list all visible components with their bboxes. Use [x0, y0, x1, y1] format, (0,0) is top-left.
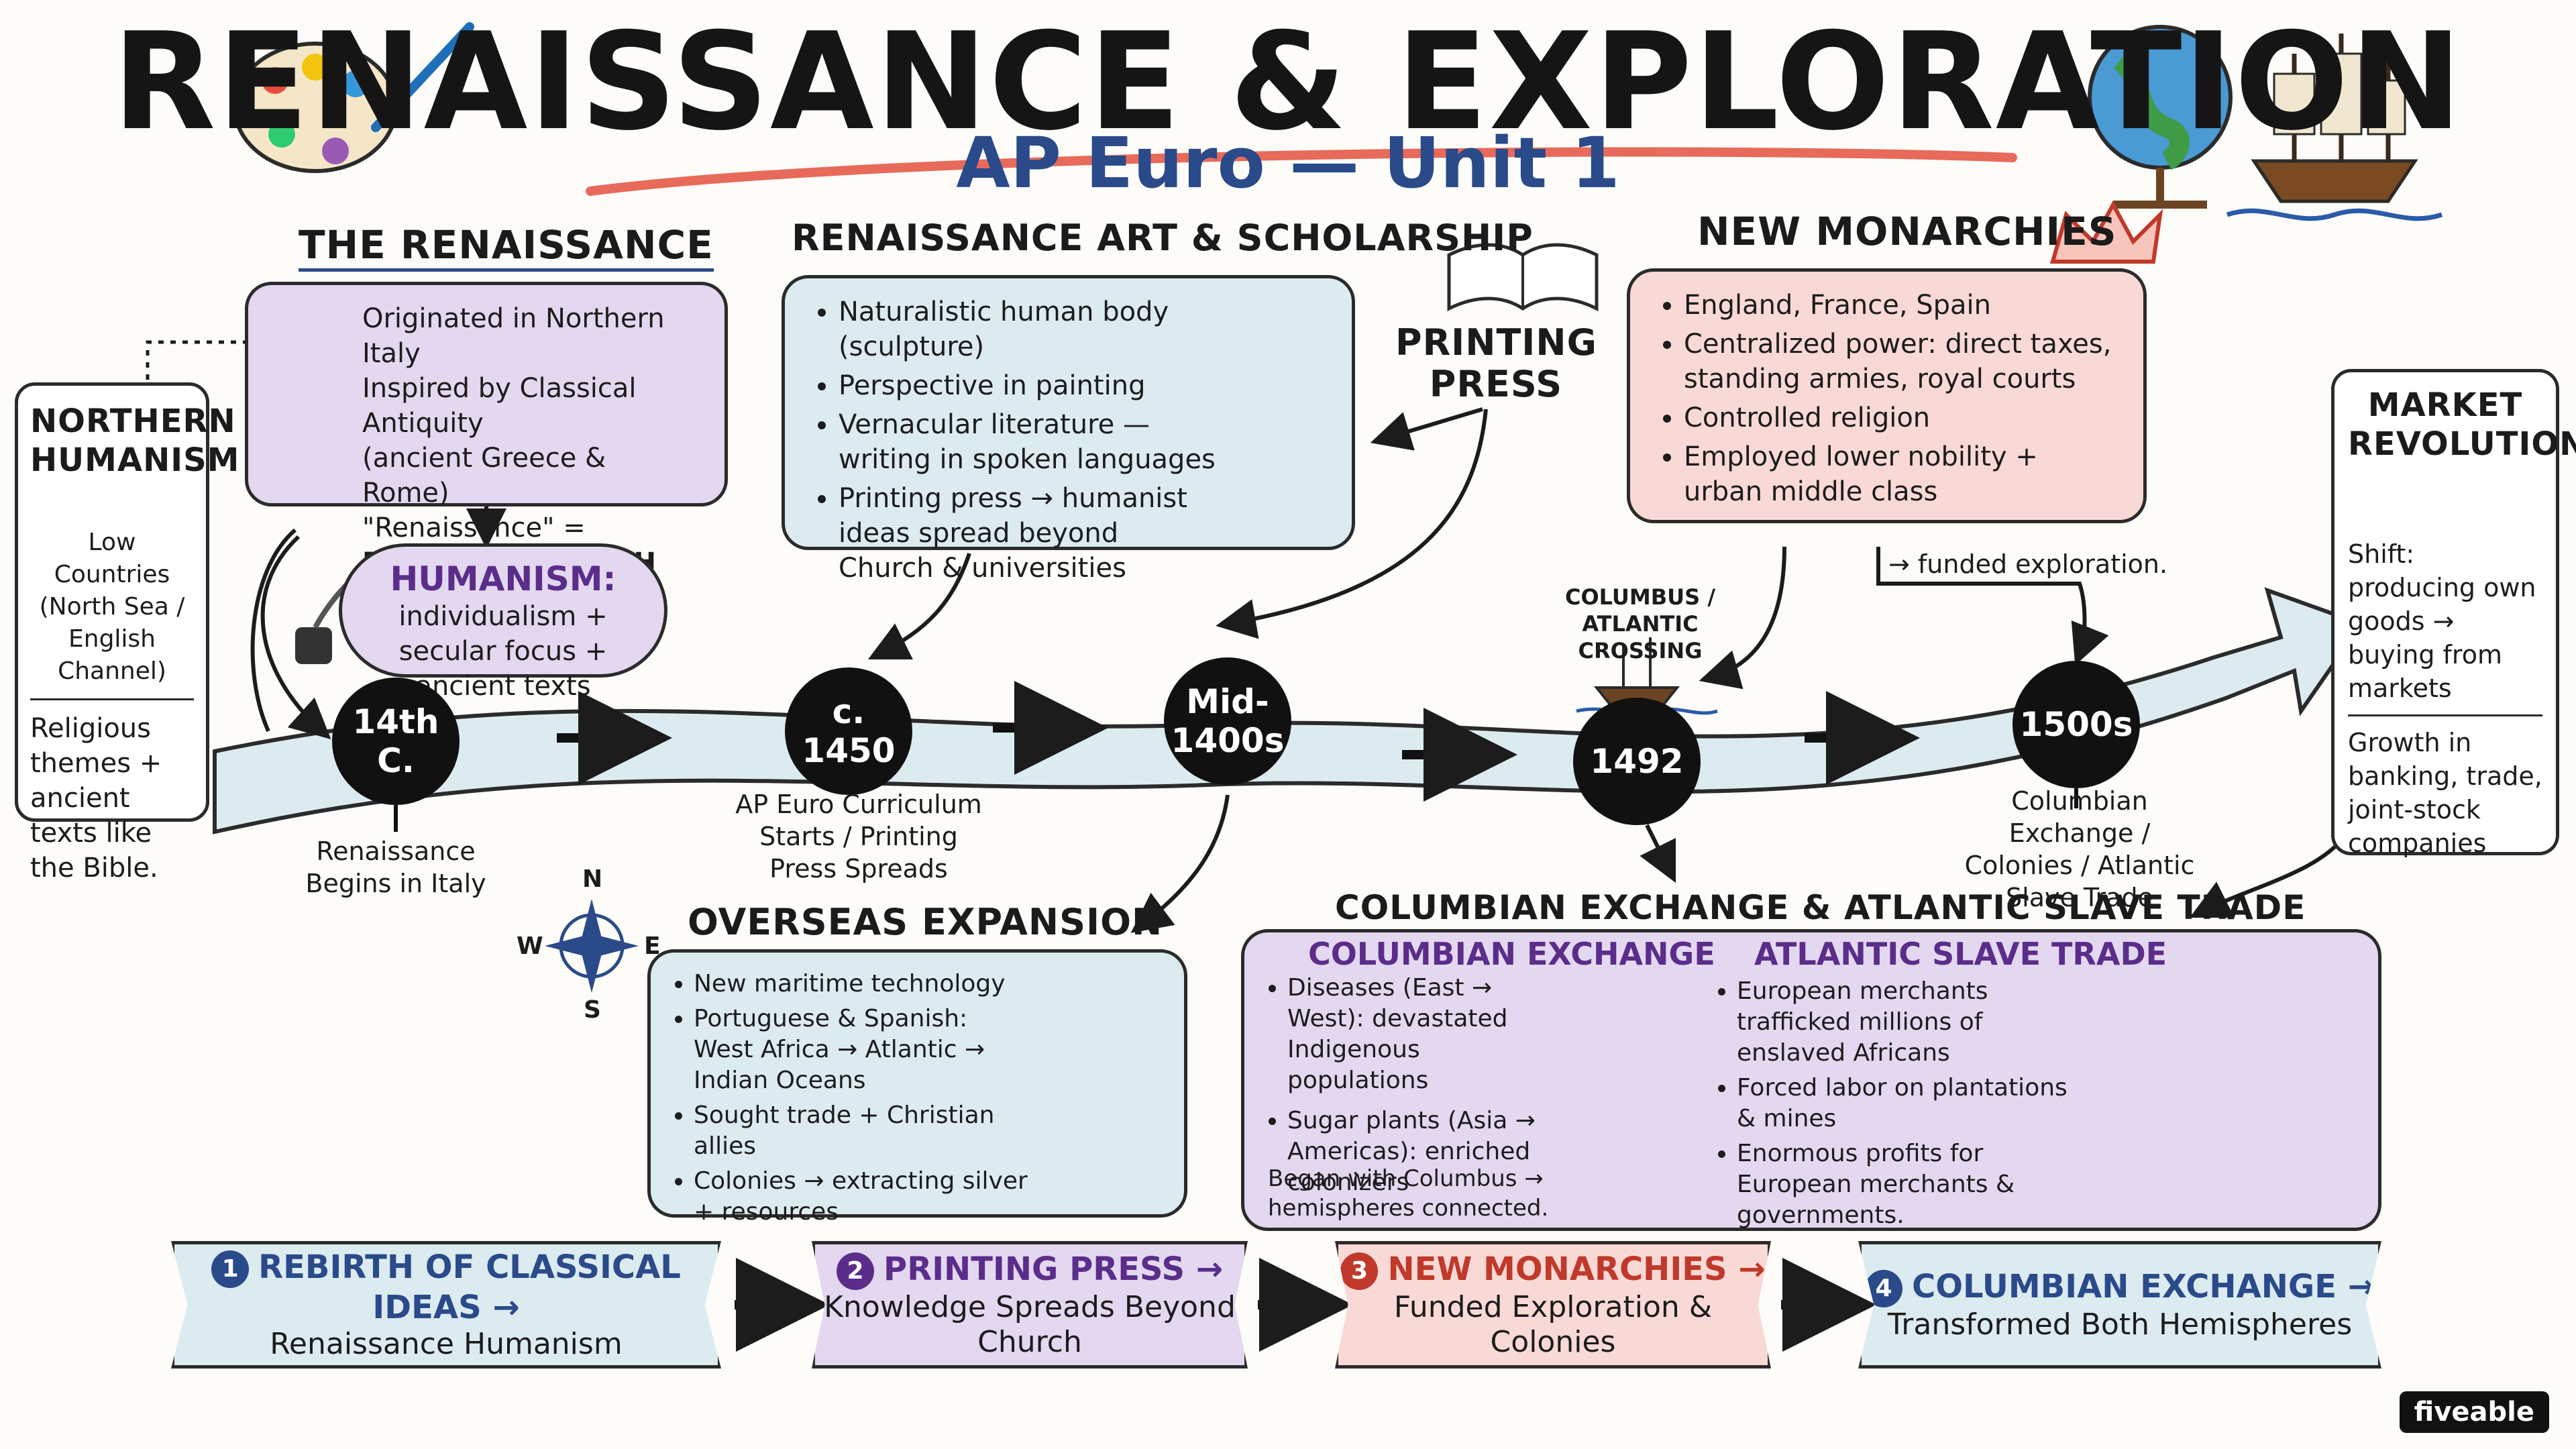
monarchies-item: Employed lower nobility + urban middle c… [1684, 439, 2119, 509]
compass-rose-icon [545, 899, 639, 993]
monarchies-list: England, France, Spain Centralized power… [1654, 288, 2119, 509]
compass-w: W [517, 932, 543, 960]
art-box: Naturalistic human body (sculpture) Pers… [782, 275, 1355, 584]
timeline-node-1500s: 1500s [2012, 661, 2140, 788]
exchange-box [1241, 929, 2381, 1231]
monarchies-heading: NEW MONARCHIES [1697, 209, 2117, 254]
market-revolution-title: MARKET REVOLUTION [2348, 386, 2576, 463]
timeline-caption-c1450: AP Euro Curriculum Starts / Printing Pre… [735, 790, 982, 883]
crown-icon [2050, 200, 2163, 264]
humanism-title: HUMANISM: [390, 559, 616, 598]
art-heading: RENAISSANCE ART & SCHOLARSHIP [792, 217, 1534, 259]
globe-icon [2088, 25, 2233, 209]
timeline-node-14th-c: 14th C. [332, 678, 460, 805]
banner-number: 1 [211, 1250, 250, 1288]
columbian-exchange-list: Diseases (East → West): devastated Indig… [1258, 973, 1553, 1202]
slave-trade-item: European merchants trafficked millions o… [1737, 976, 2083, 1069]
overseas-item: New maritime technology [694, 969, 1030, 1000]
banner-title-text: PRINTING PRESS → [883, 1250, 1223, 1288]
monarchies-item: Centralized power: direct taxes, standin… [1684, 327, 2119, 396]
banner-title-text: COLUMBIAN EXCHANGE → [1911, 1268, 2375, 1305]
summary-banner-1-sub: Renaissance Humanism [270, 1327, 623, 1361]
northern-humanism-title: NORTHERN HUMANISM [30, 402, 240, 479]
page-title: RENAISSANCE & EXPLORATION [112, 4, 2464, 160]
columbian-exchange-item: Sugar plants (Asia → Americas): enriched… [1287, 1106, 1553, 1198]
renaissance-box: Originated in Northern Italy Inspired by… [245, 282, 728, 578]
overseas-list: New maritime technology Portuguese & Spa… [664, 969, 1030, 1228]
timeline-caption-14th-c: Renaissance Begins in Italy [305, 837, 486, 898]
banner-number: 2 [837, 1252, 875, 1290]
printing-press-label: PRINTING PRESS [1395, 321, 1597, 405]
overseas-item: Colonies → extracting silver + resources [694, 1166, 1030, 1228]
overseas-item: Sought trade + Christian allies [694, 1100, 1030, 1162]
northern-humanism-box: NORTHERN HUMANISM Low Countries (North S… [15, 382, 240, 883]
page-subtitle: AP Euro — Unit 1 [956, 122, 1620, 204]
exchange-heading: COLUMBIAN EXCHANGE & ATLANTIC SLAVE TRAD… [1335, 888, 2306, 927]
summary-banner-4-sub: Transformed Both Hemispheres [1887, 1307, 2353, 1342]
book-icon [1447, 243, 1599, 312]
timeline-caption-1500s: Columbian Exchange / Colonies / Atlantic… [1964, 786, 2195, 912]
market-growth: Growth in banking, trade, joint-stock co… [2348, 728, 2542, 858]
overseas-heading: OVERSEAS EXPANSION [688, 901, 1163, 943]
summary-banner-3-sub: Funded Exploration & Colonies [1393, 1290, 1713, 1359]
columbian-exchange-title: COLUMBIAN EXCHANGE [1308, 936, 1715, 972]
market-shift: Shift: producing own goods → buying from… [2348, 537, 2542, 716]
renaissance-line-4: "Renaissance" = [362, 513, 586, 543]
summary-banner-2-sub: Knowledge Spreads Beyond Church [824, 1290, 1236, 1359]
funded-exploration-note: → funded exploration. [1888, 549, 2168, 579]
renaissance-line-1: Originated in Northern Italy [362, 303, 665, 369]
overseas-box: New maritime technology Portuguese & Spa… [647, 949, 1187, 1226]
renaissance-line-3: (ancient Greece & Rome) [362, 443, 606, 508]
palette-icon [233, 22, 474, 173]
slave-trade-title: ATLANTIC SLAVE TRADE [1754, 936, 2167, 972]
art-list: Naturalistic human body (sculpture) Pers… [809, 294, 1218, 586]
fiveable-logo: fiveable [2399, 1391, 2549, 1433]
art-item: Printing press → humanist ideas spread b… [839, 481, 1218, 586]
monarchies-box: England, France, Spain Centralized power… [1627, 268, 2147, 523]
banner-title-text: NEW MONARCHIES → [1387, 1250, 1766, 1288]
banner-number: 3 [1340, 1252, 1379, 1290]
banner-title-text: REBIRTH OF CLASSICAL IDEAS → [258, 1248, 681, 1326]
northern-humanism-desc: Religious themes + ancient texts like th… [30, 713, 162, 883]
art-item: Vernacular literature — writing in spoke… [839, 407, 1218, 477]
timeline-caption-1492: COLUMBUS / ATLANTIC CROSSING [1564, 584, 1715, 663]
renaissance-heading: THE RENAISSANCE [299, 221, 714, 272]
monarchies-item: Controlled religion [1684, 400, 2119, 435]
compass-n: N [582, 865, 603, 893]
art-item: Perspective in painting [839, 368, 1218, 403]
overseas-item: Portuguese & Spanish: West Africa → Atla… [694, 1004, 1030, 1096]
northern-humanism-region: Low Countries (North Sea / English Chann… [30, 527, 194, 700]
humanism-cloud: HUMANISM: individualism + secular focus … [339, 543, 667, 702]
art-item: Naturalistic human body (sculpture) [839, 294, 1218, 364]
timeline-node-1492: 1492 [1573, 698, 1701, 825]
slave-trade-item: Enormous profits for European merchants … [1737, 1138, 2083, 1231]
market-revolution-box: MARKET REVOLUTION Shift: producing own g… [2331, 369, 2576, 858]
timeline-node-c1450: c. 1450 [785, 667, 912, 795]
slave-trade-item: Forced labor on plantations & mines [1737, 1073, 2083, 1134]
columbian-exchange-item: Diseases (East → West): devastated Indig… [1287, 973, 1553, 1096]
ship-icon [2226, 34, 2443, 221]
compass-s: S [584, 996, 601, 1024]
renaissance-line-2: Inspired by Classical Antiquity [362, 373, 637, 439]
timeline-node-mid-1400s: Mid-1400s [1164, 657, 1291, 785]
title-underline [586, 147, 2017, 196]
slave-trade-list: European merchants trafficked millions o… [1707, 976, 2083, 1235]
monarchies-item: England, France, Spain [1684, 288, 2119, 323]
humanism-text: individualism + secular focus + ancient … [398, 601, 608, 702]
columbian-exchange-note: Began with Columbus → hemispheres connec… [1268, 1165, 1549, 1222]
